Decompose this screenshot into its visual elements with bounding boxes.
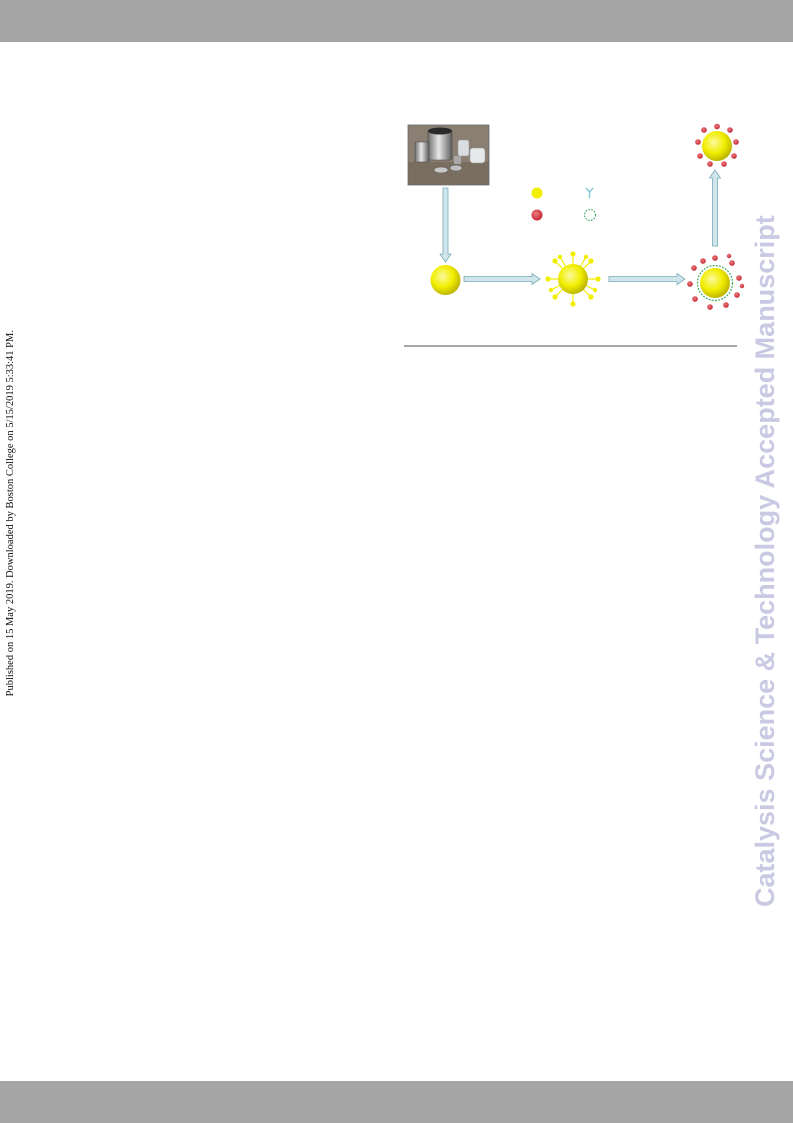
arrow-icon [608, 272, 686, 286]
autoclave-photo [407, 124, 490, 186]
top-header-band [0, 0, 793, 42]
synthesis-scheme-figure [407, 123, 745, 310]
yellow-particle-legend-icon [531, 187, 543, 199]
bottom-footer-band [0, 1081, 793, 1123]
publication-note: Published on 15 May 2019. Downloaded by … [5, 330, 16, 697]
y-linker-legend-icon [585, 187, 594, 198]
dashed-shell-legend-icon [583, 208, 597, 222]
manuscript-watermark: Catalysis Science & Technology Accepted … [750, 215, 780, 907]
red-particle-legend-icon [531, 209, 543, 221]
arrow-icon [708, 169, 722, 247]
arrow-icon [439, 187, 452, 263]
red-decorated-shelled-particle-icon [687, 253, 745, 310]
core-particle-icon [430, 265, 461, 295]
arrow-icon [463, 272, 541, 286]
figure-divider-rule [404, 345, 737, 347]
final-decorated-particle-icon [695, 123, 739, 167]
yellow-decorated-particle-icon [545, 251, 601, 307]
